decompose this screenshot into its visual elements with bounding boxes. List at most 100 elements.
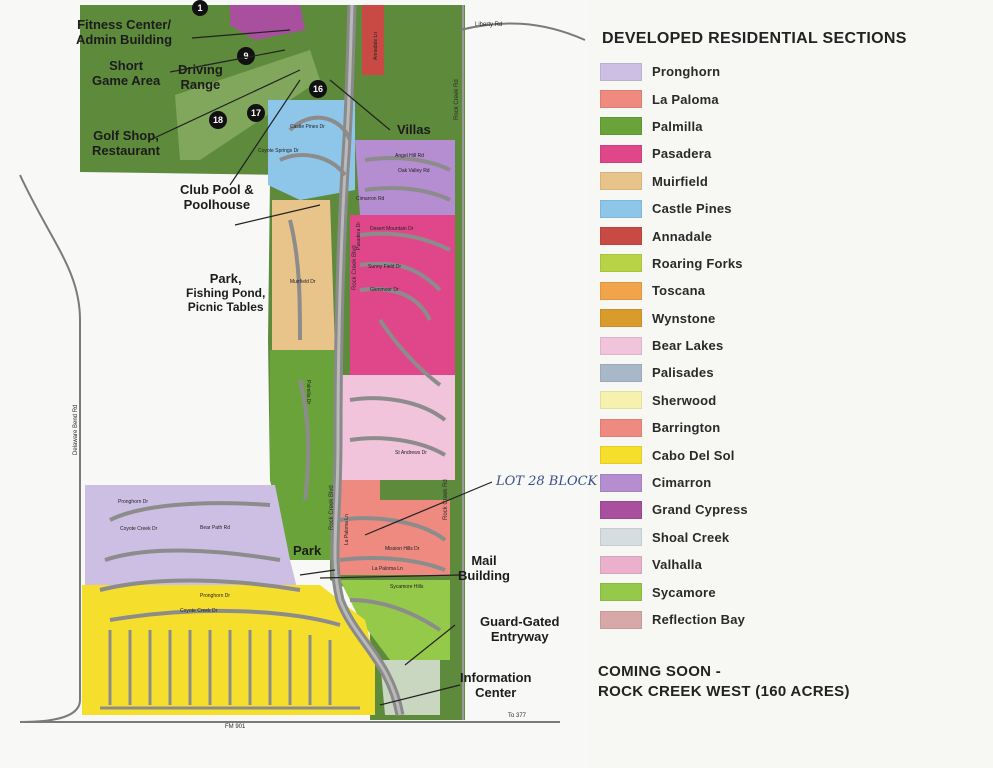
section-castle-pines bbox=[268, 100, 355, 200]
svg-text:Bear Path Rd: Bear Path Rd bbox=[200, 525, 230, 531]
legend-swatch bbox=[600, 309, 642, 328]
svg-text:Coyote Springs Dr: Coyote Springs Dr bbox=[258, 148, 299, 154]
legend-label: Cimarron bbox=[652, 475, 712, 491]
section-palmilla bbox=[270, 350, 335, 560]
legend-label: Muirfield bbox=[652, 173, 708, 189]
legend-swatch bbox=[600, 363, 642, 382]
legend-item: Muirfield bbox=[600, 168, 980, 195]
svg-text:Coyote Creek Dr: Coyote Creek Dr bbox=[180, 608, 218, 614]
section-muirfield bbox=[272, 200, 335, 350]
legend-item: Pasadera bbox=[600, 140, 980, 167]
park-pond-line2: Fishing Pond, bbox=[186, 286, 266, 300]
guard-gate-line2: Entryway bbox=[490, 629, 549, 644]
coming-soon-note: COMING SOON - ROCK CREEK WEST (160 ACRES… bbox=[598, 662, 850, 702]
golf-shop-callout: Golf Shop, Restaurant bbox=[92, 128, 160, 158]
info-center-line2: Center bbox=[475, 685, 517, 700]
golf-hole-markers: 1 9 16 17 18 bbox=[192, 0, 327, 129]
legend-swatch bbox=[600, 227, 642, 246]
fitness-center-line1: Fitness Center/ bbox=[77, 17, 171, 32]
villas-callout: Villas bbox=[397, 122, 431, 137]
fitness-center-line2: Admin Building bbox=[76, 32, 173, 47]
legend-swatch bbox=[600, 473, 642, 492]
legend-item: Castle Pines bbox=[600, 195, 980, 222]
legend-label: Reflection Bay bbox=[652, 612, 746, 627]
legend-item: Shoal Creek bbox=[600, 524, 980, 551]
svg-text:Rock Creek Rd: Rock Creek Rd bbox=[454, 79, 460, 120]
section-pronghorn bbox=[85, 485, 300, 600]
guard-gate-callout: Guard-Gated Entryway bbox=[480, 614, 559, 644]
svg-text:Castle Pines Dr: Castle Pines Dr bbox=[290, 124, 325, 130]
short-game-line2: Game Area bbox=[92, 73, 161, 88]
legend-label: Annadale bbox=[652, 228, 713, 244]
legend-label: Barrington bbox=[652, 420, 721, 436]
legend-label: Toscana bbox=[652, 283, 706, 299]
svg-text:Palmilla Dr: Palmilla Dr bbox=[305, 380, 311, 405]
legend-label: Palmilla bbox=[652, 118, 703, 134]
golf-shop-line2: Restaurant bbox=[92, 143, 160, 158]
svg-text:Pasadera Dr: Pasadera Dr bbox=[356, 222, 362, 250]
svg-text:Desert Mountain Dr: Desert Mountain Dr bbox=[370, 226, 414, 232]
mail-building-line2: Building bbox=[458, 568, 510, 583]
subdivision-map: 1 9 16 17 18 Liberty Rd Rock Creek R bbox=[19, 0, 612, 730]
legend-item: Valhalla bbox=[600, 551, 980, 578]
driving-range-callout: Driving Range bbox=[178, 62, 223, 92]
legend-label: Pronghorn bbox=[652, 64, 721, 80]
svg-text:Annadale Ln: Annadale Ln bbox=[373, 32, 379, 60]
svg-text:La Paloma Ln: La Paloma Ln bbox=[344, 514, 350, 545]
svg-text:Liberty Rd: Liberty Rd bbox=[475, 22, 502, 28]
legend-swatch bbox=[600, 446, 642, 465]
svg-text:Rock Creek Blvd: Rock Creek Blvd bbox=[329, 485, 335, 530]
svg-text:9: 9 bbox=[243, 51, 248, 61]
legend-item: Pronghorn bbox=[600, 58, 980, 85]
legend-swatch bbox=[600, 117, 642, 136]
legend-swatch bbox=[600, 555, 642, 574]
svg-text:To 377: To 377 bbox=[508, 713, 527, 719]
short-game-callout: Short Game Area bbox=[92, 58, 160, 88]
cul-de-sac-streets bbox=[100, 630, 360, 710]
legend-item: Sherwood bbox=[600, 387, 980, 414]
liberty-rd bbox=[459, 22, 586, 41]
legend-swatch bbox=[600, 199, 642, 218]
club-pool-line2: Poolhouse bbox=[183, 197, 251, 212]
legend-item: Reflection Bay bbox=[600, 606, 980, 633]
legend-item: Toscana bbox=[600, 277, 980, 304]
guard-gate-line1: Guard-Gated bbox=[480, 614, 560, 629]
legend-label: Palisades bbox=[652, 365, 714, 381]
legend-swatch bbox=[600, 583, 642, 602]
legend: DEVELOPED RESIDENTIAL SECTIONS Pronghorn… bbox=[600, 30, 980, 633]
svg-text:Sunny Field Dr: Sunny Field Dr bbox=[368, 264, 401, 270]
legend-item: Cimarron bbox=[600, 469, 980, 496]
section-la-paloma bbox=[335, 480, 450, 575]
section-annadale bbox=[362, 5, 384, 75]
legend-item: Grand Cypress bbox=[600, 496, 980, 523]
svg-text:Muirfield Dr: Muirfield Dr bbox=[290, 279, 316, 285]
svg-text:Coyote Creek Dr: Coyote Creek Dr bbox=[120, 526, 158, 532]
driving-range-line1: Driving bbox=[178, 62, 223, 77]
legend-swatch bbox=[600, 528, 642, 547]
fitness-center-callout: Fitness Center/ Admin Building bbox=[76, 17, 172, 47]
svg-text:Delaware Bend Rd: Delaware Bend Rd bbox=[73, 405, 79, 455]
legend-title: DEVELOPED RESIDENTIAL SECTIONS bbox=[602, 30, 907, 47]
svg-text:FM 901: FM 901 bbox=[225, 724, 246, 730]
info-center-line1: Information bbox=[460, 670, 532, 685]
legend-swatch bbox=[600, 172, 642, 191]
legend-item: Barrington bbox=[600, 414, 980, 441]
section-pasadera bbox=[350, 215, 455, 400]
legend-swatch bbox=[600, 418, 642, 437]
club-pool-line1: Club Pool & bbox=[180, 182, 254, 197]
legend-item: La Paloma bbox=[600, 85, 980, 112]
legend-swatch bbox=[600, 254, 642, 273]
section-cimarron bbox=[355, 140, 455, 215]
mail-building-callout: Mail Building bbox=[458, 553, 510, 583]
legend-item: Sycamore bbox=[600, 578, 980, 605]
legend-swatch bbox=[600, 281, 642, 300]
legend-swatch bbox=[600, 500, 642, 519]
legend-label: Grand Cypress bbox=[652, 502, 748, 518]
legend-label: Castle Pines bbox=[652, 201, 732, 217]
park-callout: Park bbox=[293, 543, 322, 558]
section-grand-cypress bbox=[230, 5, 305, 40]
delaware-bend-rd bbox=[19, 174, 81, 723]
legend-item: Palisades bbox=[600, 359, 980, 386]
legend-item: Cabo Del Sol bbox=[600, 441, 980, 468]
